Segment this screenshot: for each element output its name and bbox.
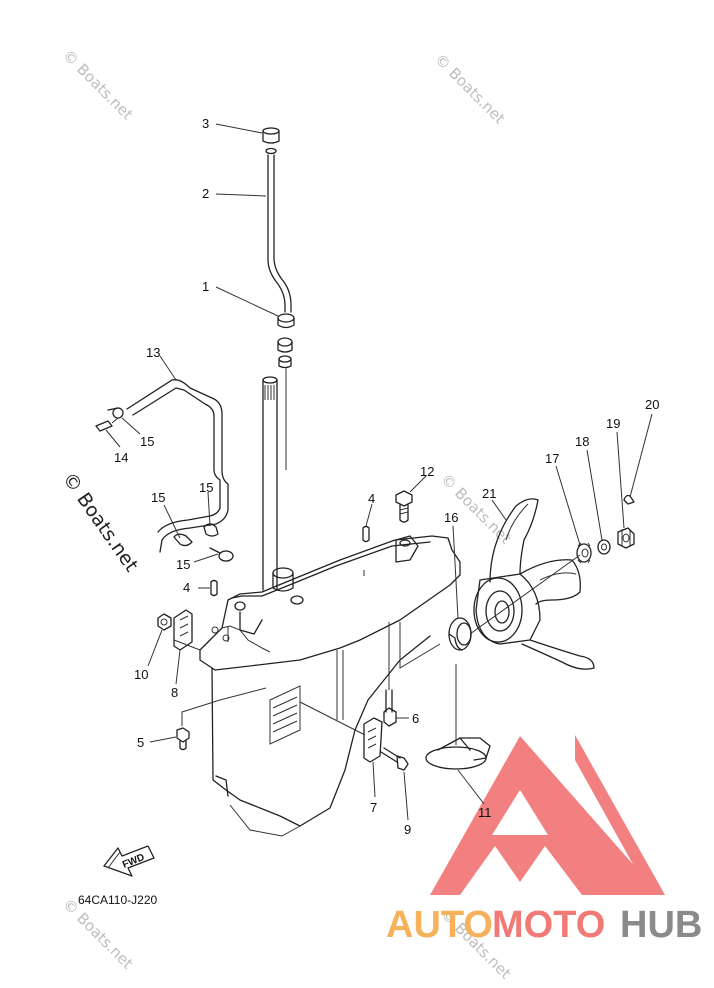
callout-10: 10: [134, 667, 148, 682]
spacer-part-17: [576, 542, 592, 564]
logo-text-moto: MOTO: [492, 904, 605, 946]
watermark-mid-right: © Boats.net: [437, 470, 515, 548]
watermark-top-right: © Boats.net: [431, 50, 509, 128]
callout-14: 14: [114, 450, 128, 465]
thrust-washer-part-16: [448, 617, 472, 651]
bolt-part-6: [383, 689, 397, 727]
automotohub-wordmark: AUTO MOTO HUB: [386, 904, 702, 946]
callout-8: 8: [171, 685, 178, 700]
screw-part-14: [95, 417, 119, 432]
callout-3: 3: [202, 116, 209, 131]
bolt-part-5: [176, 727, 190, 751]
callout-20: 20: [645, 397, 659, 412]
callout-4-a: 4: [368, 491, 375, 506]
nut-part-10: [157, 613, 172, 631]
callout-6: 6: [412, 711, 419, 726]
callout-13: 13: [146, 345, 160, 360]
callout-15-b: 15: [151, 490, 165, 505]
clamp-part-15c: [203, 523, 219, 537]
propeller-part-21: [473, 498, 595, 670]
propeller-nut-part-19: [617, 527, 635, 549]
callout-21: 21: [482, 486, 496, 501]
lower-casing: [199, 535, 461, 837]
grommet-part-1: [277, 313, 295, 369]
callout-5: 5: [137, 735, 144, 750]
tube-assembly: [262, 127, 295, 470]
logo-text-hub: HUB: [620, 904, 702, 946]
callout-11: 11: [478, 805, 492, 820]
callout-18: 18: [575, 434, 589, 449]
automotohub-logo: [430, 735, 665, 895]
callout-4-b: 4: [183, 580, 190, 595]
fwd-arrow-icon: FWD: [103, 845, 155, 877]
clamps: [95, 407, 234, 562]
dowel-pin-part-4b: [210, 579, 218, 597]
grommet-part-3: [262, 127, 280, 155]
callout-15-c: 15: [199, 480, 213, 495]
callout-9: 9: [404, 822, 411, 837]
dowel-pin-part-4a: [362, 525, 370, 543]
leader-lines: [105, 123, 653, 821]
callout-labels: 3 2 1 13 15 14 15 15 15 4 4 12 21 16 17 …: [114, 116, 659, 837]
dowel-studs: [211, 570, 365, 642]
watermark-side: © Boats.net: [58, 468, 143, 576]
anode-part-8: [173, 609, 193, 651]
hose-part-13: [126, 379, 229, 553]
callout-15-a: 15: [140, 434, 154, 449]
diagram-code: 64CA110-J220: [78, 893, 157, 907]
logo-text-auto: AUTO: [386, 904, 493, 946]
bolt-part-9: [380, 747, 409, 771]
assembly-lines: [173, 554, 581, 745]
washer-part-18: [597, 539, 611, 555]
watermark-top-left: © Boats.net: [59, 46, 137, 124]
callout-12: 12: [420, 464, 434, 479]
water-tube-part-2: [267, 154, 292, 313]
clamp-part-15b: [173, 533, 193, 547]
callout-15-d: 15: [176, 557, 190, 572]
bolt-part-12: [395, 490, 413, 523]
cotter-pin-part-20: [623, 494, 635, 505]
logo-triangle-icon: [430, 735, 665, 895]
callout-17: 17: [545, 451, 559, 466]
callout-16: 16: [444, 510, 458, 525]
clamp-part-15d: [209, 547, 234, 562]
callout-1: 1: [202, 279, 209, 294]
anode-part-7: [363, 717, 383, 763]
drive-shaft: [262, 376, 278, 591]
trim-tab-part-11: [425, 737, 491, 770]
callout-19: 19: [606, 416, 620, 431]
mount-block: [395, 535, 419, 563]
clamp-part-15a: [107, 407, 124, 419]
water-intake-grille: [269, 685, 301, 745]
upper-boss: [234, 567, 304, 635]
callout-7: 7: [370, 800, 377, 815]
callout-2: 2: [202, 186, 209, 201]
